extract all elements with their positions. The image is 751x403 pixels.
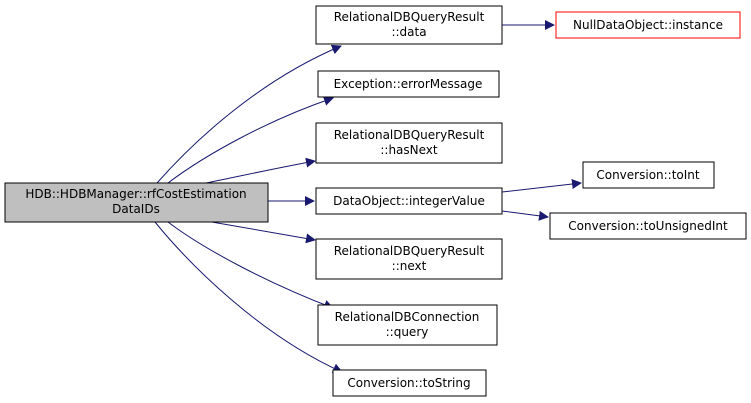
node-rdbconn-query-line-2: ::query	[386, 325, 429, 339]
edge-root-to-rdbqr-next	[205, 220, 316, 244]
node-rdbconn-query-line-1: RelationalDBConnection	[335, 310, 480, 324]
node-rdbqr-hasnext[interactable]: RelationalDBQueryResult ::hasNext	[315, 122, 503, 164]
node-rdbqr-data-line-1: RelationalDBQueryResult	[334, 10, 485, 24]
node-null-instance-label: NullDataObject::instance	[573, 18, 723, 32]
edge-root-to-conv-tostring	[154, 221, 343, 373]
node-rdbqr-next-line-2: ::next	[392, 259, 427, 273]
edge-root-to-rdbconn-query	[167, 221, 334, 310]
edges	[154, 20, 582, 373]
node-rdbqr-data[interactable]: RelationalDBQueryResult ::data	[315, 5, 503, 45]
edge-dataobj-int-to-conv-toint	[501, 179, 582, 193]
node-conv-toint[interactable]: Conversion::toInt	[582, 161, 715, 189]
node-conv-tostring[interactable]: Conversion::toString	[332, 369, 487, 397]
node-exc-error[interactable]: Exception::errorMessage	[317, 70, 500, 98]
node-rdbqr-next-line-1: RelationalDBQueryResult	[334, 244, 485, 258]
node-conv-tounsigned[interactable]: Conversion::toUnsignedInt	[549, 212, 747, 240]
node-rdbqr-data-line-2: ::data	[391, 25, 426, 39]
node-root-line-1: HDB::HDBManager::rfCostEstimation	[25, 187, 246, 201]
edge-root-to-exc-error	[167, 96, 334, 184]
edge-dataobj-int-to-conv-tounsigned	[501, 210, 549, 221]
node-exc-error-label: Exception::errorMessage	[334, 77, 483, 91]
node-rdbqr-next[interactable]: RelationalDBQueryResult ::next	[315, 238, 503, 280]
node-dataobj-int-label: DataObject::integerValue	[333, 194, 485, 208]
node-conv-tounsigned-label: Conversion::toUnsignedInt	[568, 219, 728, 233]
edge-root-to-rdbqr-hasnext	[205, 157, 316, 184]
node-root[interactable]: HDB::HDBManager::rfCostEstimation DataID…	[4, 182, 269, 223]
node-null-instance[interactable]: NullDataObject::instance	[555, 11, 741, 39]
edge-root-to-rdbqr-data	[156, 44, 342, 184]
node-root-line-2: DataIDs	[112, 202, 160, 216]
node-conv-toint-label: Conversion::toInt	[596, 168, 700, 182]
node-dataobj-int[interactable]: DataObject::integerValue	[315, 187, 503, 215]
node-rdbqr-hasnext-line-1: RelationalDBQueryResult	[334, 128, 485, 142]
node-rdbqr-hasnext-line-2: ::hasNext	[380, 143, 438, 157]
node-conv-tostring-label: Conversion::toString	[347, 376, 470, 390]
node-rdbconn-query[interactable]: RelationalDBConnection ::query	[317, 304, 498, 346]
